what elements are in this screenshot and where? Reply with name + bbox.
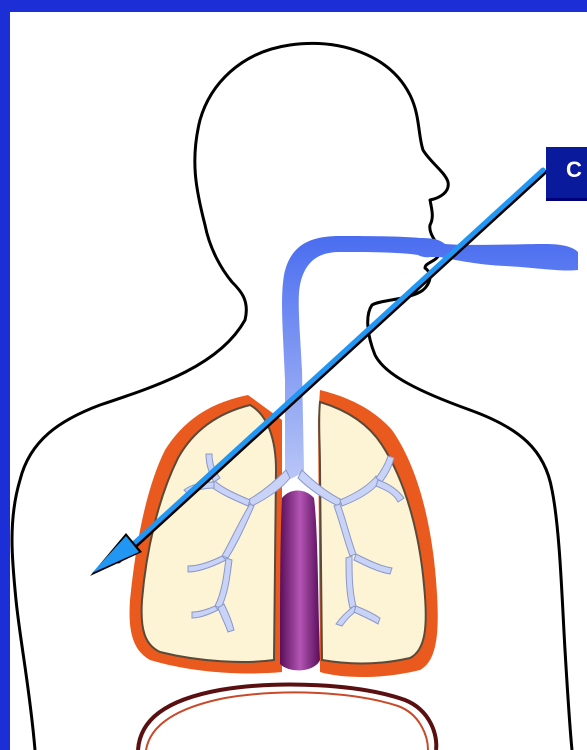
diagram-label-text: C (566, 154, 582, 186)
heart (280, 491, 320, 671)
diaphragm-inner-outline (146, 692, 428, 750)
diaphragm-outline (138, 685, 436, 750)
lung-left (142, 405, 276, 662)
lung-right (319, 402, 426, 664)
